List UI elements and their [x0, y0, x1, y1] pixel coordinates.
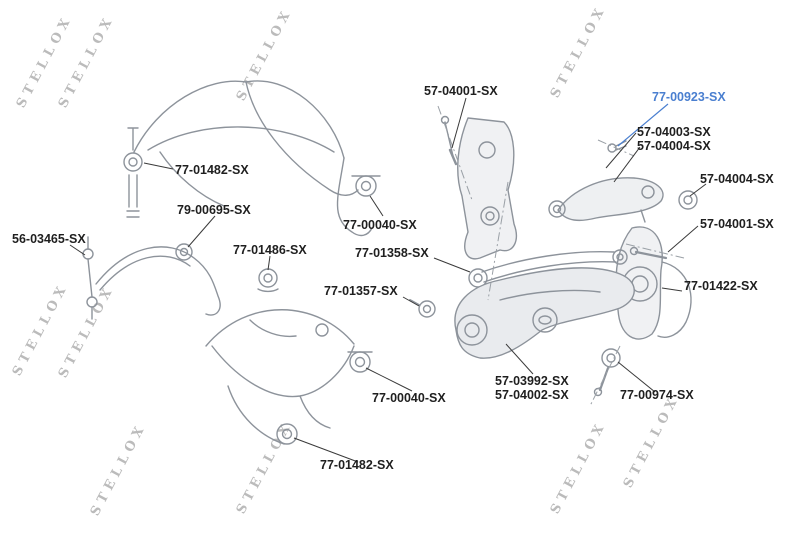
part-label[interactable]: 77-00974-SX	[620, 388, 694, 402]
part-label-highlighted[interactable]: 77-00923-SX	[652, 90, 726, 104]
part-label[interactable]: 57-04004-SX	[700, 172, 774, 186]
part-label[interactable]: 77-01358-SX	[355, 246, 429, 260]
part-label[interactable]: 57-04001-SX	[700, 217, 774, 231]
center-bracket	[440, 115, 518, 260]
part-label[interactable]: 77-01422-SX	[684, 279, 758, 293]
part-label[interactable]: 57-04004-SX	[637, 139, 711, 153]
part-label[interactable]: 57-04001-SX	[424, 84, 498, 98]
subframe-top-left	[123, 80, 381, 237]
part-label[interactable]: 77-00040-SX	[343, 218, 417, 232]
part-label[interactable]: 56-03465-SX	[12, 232, 86, 246]
part-label[interactable]: 57-03992-SX	[495, 374, 569, 388]
part-label[interactable]: 79-00695-SX	[177, 203, 251, 217]
part-label[interactable]: 57-04002-SX	[495, 388, 569, 402]
part-label[interactable]: 77-01357-SX	[324, 284, 398, 298]
part-label[interactable]: 57-04003-SX	[637, 125, 711, 139]
axis-centerlines	[437, 105, 685, 407]
lower-control-arm	[409, 267, 635, 397]
part-label[interactable]: 77-01482-SX	[175, 163, 249, 177]
part-label[interactable]: 77-00040-SX	[372, 391, 446, 405]
part-label[interactable]: 77-01482-SX	[320, 458, 394, 472]
upper-control-arm	[548, 140, 698, 223]
subframe-bottom-left	[205, 309, 373, 445]
part-label[interactable]: 77-01486-SX	[233, 243, 307, 257]
highlight-leader-line	[617, 103, 669, 147]
leader-lines	[69, 97, 707, 463]
